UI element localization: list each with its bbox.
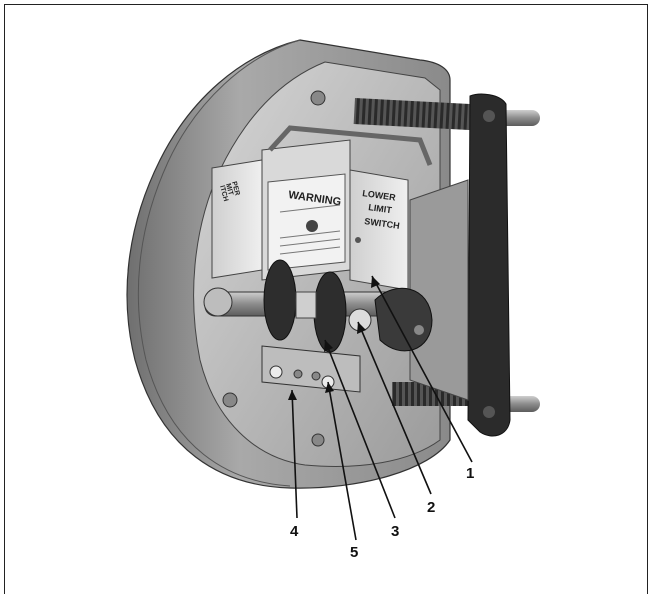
callout-5: 5 xyxy=(350,544,358,561)
callout-1: 1 xyxy=(466,465,474,482)
upper-limit-switch: PER MIT ITCH xyxy=(212,160,262,278)
callout-2: 2 xyxy=(427,499,435,516)
warning-plate: WARNING xyxy=(262,140,350,280)
lower-limit-switch: LOWER LIMIT SWITCH xyxy=(350,170,408,290)
end-bracket xyxy=(468,94,510,436)
rear-plate xyxy=(410,180,468,400)
callout-4: 4 xyxy=(290,523,299,540)
callout-3: 3 xyxy=(391,523,399,540)
cam-disc-left xyxy=(264,260,296,340)
cam-disc-right xyxy=(314,272,346,352)
